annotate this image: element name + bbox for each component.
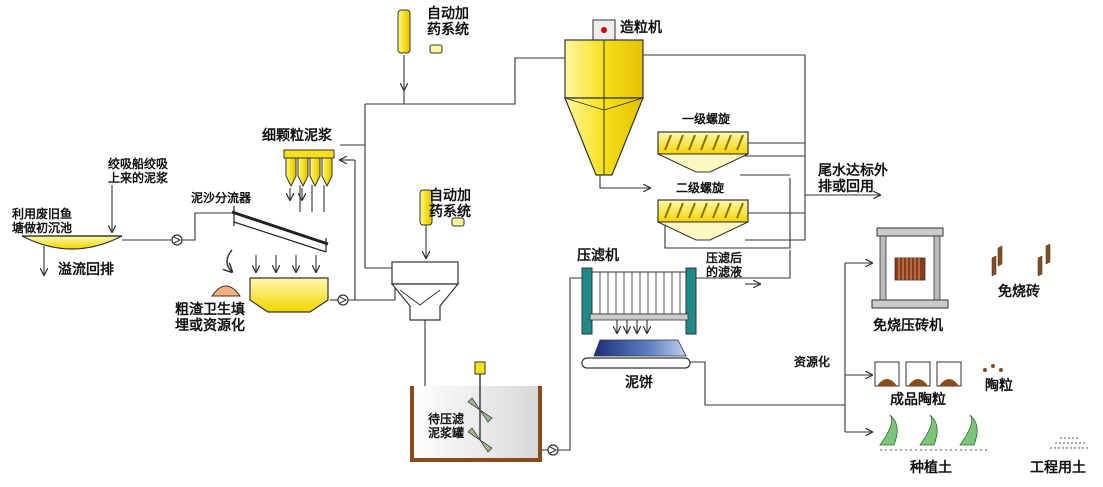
tailwater-label: 尾水达标外排或回用 bbox=[818, 163, 888, 196]
unfired-bricks bbox=[991, 243, 1051, 277]
coarse-residue-pile bbox=[211, 249, 241, 297]
brick-press bbox=[871, 227, 949, 309]
brick-press-label: 免烧压砖机 bbox=[873, 318, 943, 334]
settling-pond bbox=[21, 235, 123, 250]
thickener bbox=[390, 261, 460, 321]
filtrate-label: 压滤后的滤液 bbox=[706, 251, 743, 279]
fine-slurry-label: 细颗粒泥浆 bbox=[262, 128, 332, 144]
engineering-soil bbox=[1050, 437, 1090, 449]
auto-dosing-top-label: 自动加药系统 bbox=[427, 6, 469, 39]
pump-2 bbox=[337, 294, 349, 306]
mud-cake-label: 泥饼 bbox=[625, 375, 653, 391]
fine-slurry-cyclones bbox=[283, 149, 335, 188]
pump-3 bbox=[547, 444, 559, 456]
dredger-slurry-label: 绞吸船绞吸上来的泥浆 bbox=[108, 157, 169, 185]
unfired-brick-label: 免烧砖 bbox=[998, 284, 1040, 300]
cyclone-2 bbox=[657, 199, 749, 241]
ceramsite-product bbox=[874, 361, 1003, 387]
settling-pond-label: 利用废旧鱼塘做初沉池 bbox=[12, 207, 73, 235]
pending-tank bbox=[410, 361, 542, 462]
granulator bbox=[564, 19, 644, 176]
dosing-system-mid bbox=[419, 189, 465, 227]
pump-1 bbox=[171, 234, 183, 246]
planting-soil-label: 种植土 bbox=[910, 460, 952, 476]
granulator-label: 造粒机 bbox=[620, 20, 662, 36]
dosing-system-top bbox=[397, 9, 443, 54]
coarse-residue-label: 粗渣卫生填埋或资源化 bbox=[175, 302, 245, 335]
sand-separator bbox=[231, 206, 329, 253]
recycling-label: 资源化 bbox=[794, 355, 831, 369]
engineering-soil-label: 工程用土 bbox=[1030, 460, 1086, 476]
filter-press-label: 压滤机 bbox=[577, 248, 619, 264]
mud-cake-conveyor bbox=[581, 339, 691, 369]
overflow-return-label: 溢流回排 bbox=[58, 262, 114, 278]
filter-press bbox=[581, 267, 697, 335]
planting-soil bbox=[879, 414, 990, 451]
pending-tank-label: 待压滤泥浆罐 bbox=[428, 412, 465, 440]
ceramsite-label: 陶粒 bbox=[985, 378, 1013, 394]
cyclone-2-label: 二级螺旋 bbox=[676, 181, 725, 195]
ceramsite-product-label: 成品陶粒 bbox=[890, 392, 946, 408]
cyclone-1-label: 一级螺旋 bbox=[682, 112, 731, 126]
flow-lines bbox=[44, 54, 880, 451]
cyclone-1 bbox=[657, 131, 749, 173]
sand-separator-label: 泥沙分流器 bbox=[191, 191, 252, 205]
coarse-tank bbox=[249, 277, 329, 313]
auto-dosing-mid-label: 自动加药系统 bbox=[429, 188, 471, 221]
